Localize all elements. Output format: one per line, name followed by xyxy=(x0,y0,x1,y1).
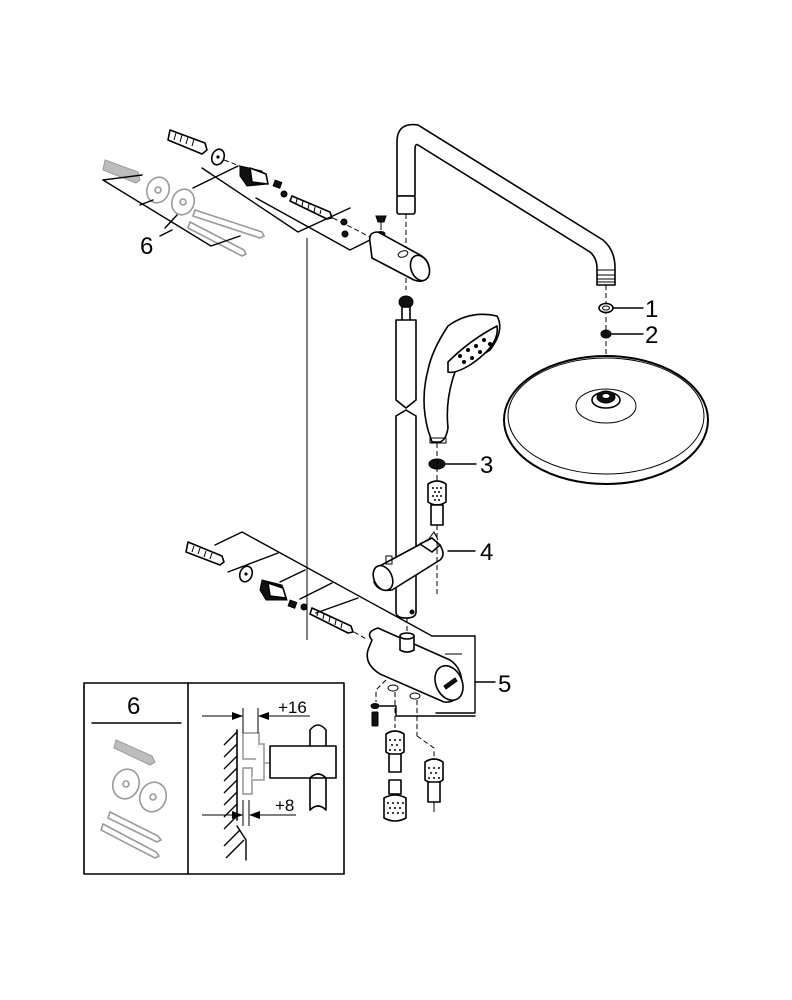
thermostat-mixer xyxy=(366,618,476,822)
supply-hose-nut xyxy=(383,730,444,822)
head-shower-seal-1 xyxy=(598,302,614,314)
top-screw xyxy=(167,129,208,155)
bottom-wall-bracket-assembly: 5 xyxy=(185,531,511,714)
inset-kit-6-panel: 6 +16 xyxy=(83,682,345,875)
inset-kit-number: 6 xyxy=(127,693,140,720)
shower-arm xyxy=(396,123,616,390)
inset-dimension-bottom: +8 xyxy=(275,796,294,815)
top-long-screw xyxy=(289,195,333,220)
callout-5-label: 5 xyxy=(498,671,511,698)
callout-2-label: 2 xyxy=(645,322,658,349)
callout-3-label: 3 xyxy=(480,452,493,479)
hand-shower: 3 xyxy=(423,313,501,526)
callout-6-label: 6 xyxy=(140,233,153,260)
inset-dimension-top: +16 xyxy=(278,698,307,717)
callout-4-label: 4 xyxy=(480,539,493,566)
kit-6-optional-parts: 6 xyxy=(102,159,266,260)
top-nut xyxy=(272,179,283,189)
slider-holder: 4 xyxy=(372,525,493,595)
top-wall-anchor xyxy=(239,165,269,187)
top-slide-clamp xyxy=(368,231,431,282)
head-shower-seal-2 xyxy=(600,329,612,339)
callout-1-label: 1 xyxy=(645,296,658,323)
top-wall-bracket-assembly xyxy=(167,129,387,640)
head-shower: 1 2 xyxy=(503,296,709,485)
